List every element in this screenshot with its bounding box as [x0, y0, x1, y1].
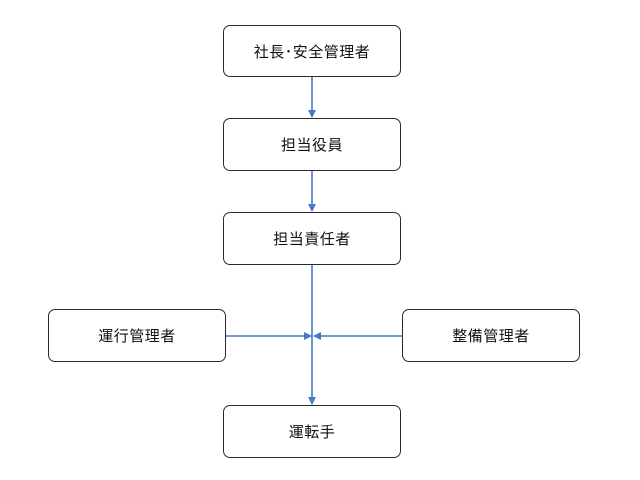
- node-operations-manager: 運行管理者: [48, 309, 226, 362]
- node-driver: 運転手: [223, 405, 401, 458]
- node-maintenance-manager: 整備管理者: [402, 309, 580, 362]
- node-president-safety-manager: 社長･安全管理者: [223, 25, 401, 77]
- node-responsible-manager: 担当責任者: [223, 212, 401, 265]
- node-responsible-officer: 担当役員: [223, 118, 401, 171]
